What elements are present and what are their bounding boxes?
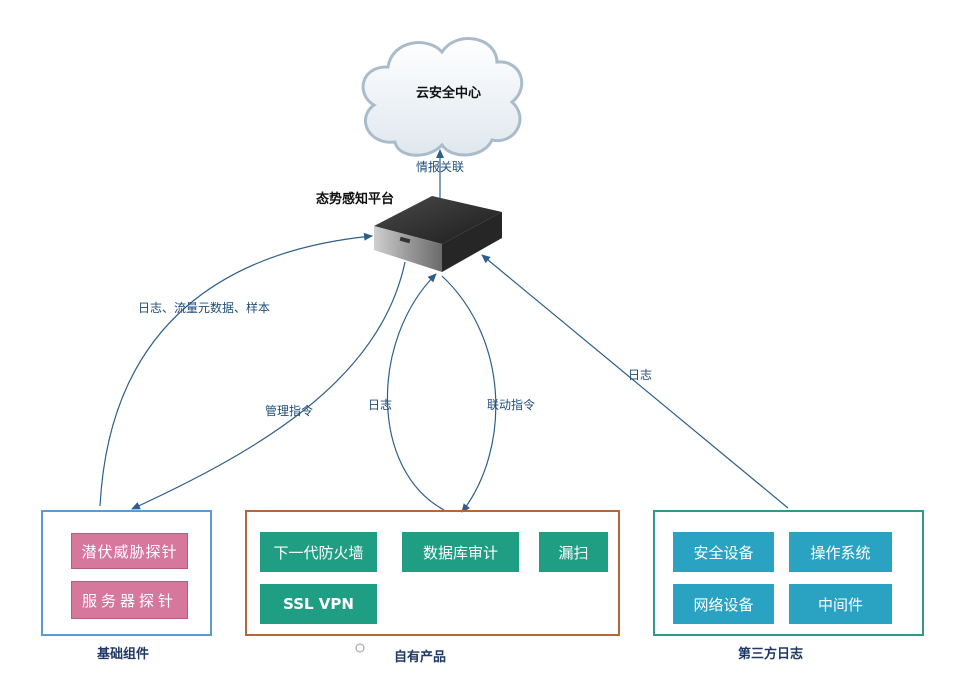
operating-system-tile: 操作系统 (789, 532, 892, 572)
intel-edge-label: 情报关联 (416, 160, 465, 174)
third-log-arrow (481, 254, 789, 509)
cloud-shape (361, 37, 524, 157)
small-circle (355, 643, 365, 653)
own-log-edge-label: 日志 (368, 398, 393, 412)
third-log-edge-label: 日志 (628, 368, 653, 382)
platform-label: 态势感知平台 (316, 192, 395, 207)
cloud-label: 云安全中心 (416, 86, 482, 101)
linkage-edge-label: 联动指令 (487, 398, 536, 412)
own-products-group: 下一代防火墙 数据库审计 漏扫 SSL VPN (245, 510, 620, 636)
mgmt-edge-label: 管理指令 (265, 404, 314, 418)
basic-components-label: 基础组件 (97, 647, 150, 662)
third-party-logs-label: 第三方日志 (738, 647, 804, 662)
third-party-logs-group: 安全设备 操作系统 网络设备 中间件 (653, 510, 924, 636)
own-log-arrow (386, 273, 445, 511)
logs-traffic-edge-label: 日志、流量元数据、样本 (138, 301, 271, 315)
ngfw-tile: 下一代防火墙 (260, 532, 377, 572)
db-audit-tile: 数据库审计 (402, 532, 519, 572)
linkage-arrow (441, 275, 497, 513)
network-device-tile: 网络设备 (673, 584, 774, 624)
ssl-vpn-tile: SSL VPN (260, 584, 377, 624)
server-probe-tile: 服务器探针 (71, 581, 188, 619)
logs-traffic-arrow (99, 232, 373, 507)
mgmt-arrow (131, 261, 406, 510)
middleware-tile: 中间件 (789, 584, 892, 624)
security-device-tile: 安全设备 (673, 532, 774, 572)
basic-components-group: 潜伏威胁探针 服务器探针 (41, 510, 212, 636)
own-products-label: 自有产品 (394, 650, 447, 665)
server-icon (374, 196, 502, 272)
latent-threat-probe-tile: 潜伏威胁探针 (71, 533, 188, 569)
vuln-scan-tile: 漏扫 (539, 532, 608, 572)
